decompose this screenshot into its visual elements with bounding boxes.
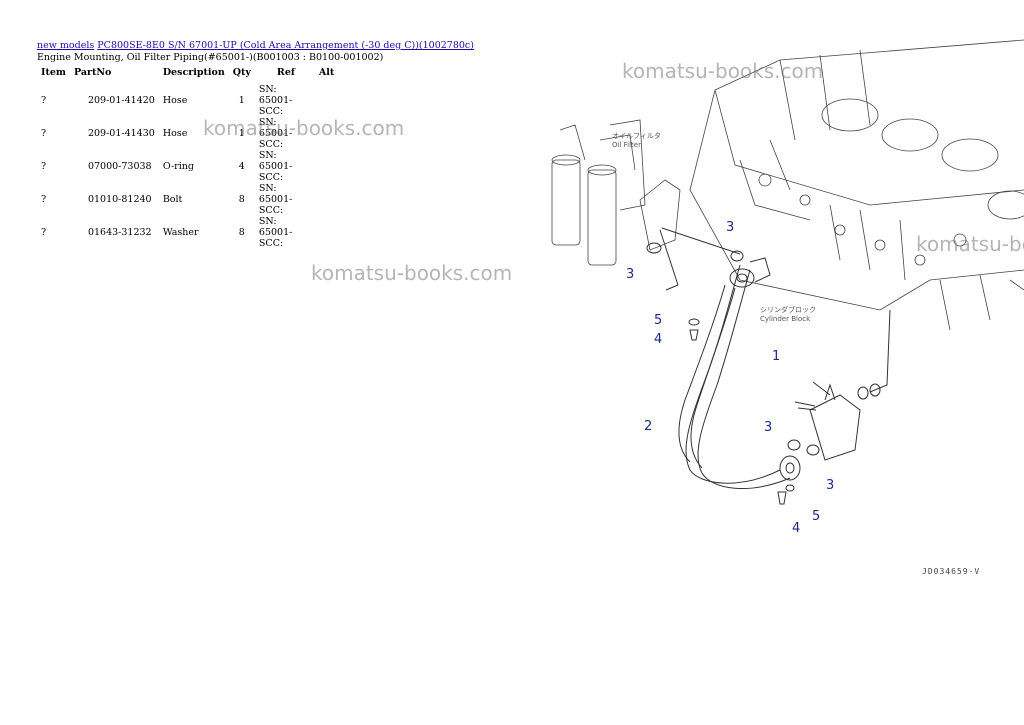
table-row: ? 01010-81240 Bolt 8 SN: 65001-SCC: — [37, 183, 338, 216]
callout-3-oring-lower: 3 — [764, 420, 772, 435]
col-qty: Qty — [232, 67, 251, 78]
cell-alt — [315, 150, 338, 183]
cell-ref: SN: 65001-SCC: — [258, 150, 293, 183]
cell-ref: SN: 65001-SCC: — [258, 183, 293, 216]
callout-2-hose: 2 — [644, 419, 652, 434]
cell-description: Bolt — [162, 194, 183, 205]
cell-description: O-ring — [162, 161, 194, 172]
callouts: 3 3 5 4 1 2 3 3 4 5 — [626, 220, 834, 536]
cell-alt — [315, 117, 338, 150]
hose-assembly-drawing — [646, 227, 891, 505]
oil-filter-label-jp: オイルフィルタ — [612, 131, 661, 140]
table-header-row: Item PartNo Description Qty Ref Alt — [37, 66, 338, 84]
cell-alt — [315, 84, 338, 117]
callout-3-oring-filter: 3 — [626, 267, 634, 282]
engine-block-drawing — [689, 39, 1024, 331]
cell-partno: 01010-81240 — [87, 194, 152, 205]
col-item: Item — [41, 67, 66, 78]
table-row: ? 07000-73038 O-ring 4 SN: 65001-SCC: — [37, 150, 338, 183]
cell-alt — [315, 216, 338, 249]
cell-description: Hose — [162, 95, 188, 106]
breadcrumb-link-new-models[interactable]: new models — [37, 40, 95, 51]
cell-ref: SN: 65001-SCC: — [258, 84, 293, 117]
watermark: komatsu-books.com — [311, 261, 513, 285]
cell-partno: 07000-73038 — [87, 161, 152, 172]
callout-4-bolt-lower: 4 — [792, 521, 800, 536]
cell-item: ? — [41, 227, 47, 238]
cylinder-block-label-jp: シリンダブロック — [760, 305, 816, 314]
table-row: ? 209-01-41430 Hose 1 SN: 65001-SCC: — [37, 117, 338, 150]
cell-ref: SN: 65001-SCC: — [258, 216, 293, 249]
cell-description: Washer — [162, 227, 199, 238]
cell-description: Hose — [162, 128, 188, 139]
cell-partno: 01643-31232 — [87, 227, 152, 238]
cell-item: ? — [41, 161, 47, 172]
callout-3-oring-right: 3 — [826, 478, 834, 493]
callout-5-washer-lower: 5 — [812, 509, 820, 524]
table-row: ? 209-01-41420 Hose 1 SN: 65001-SCC: — [37, 84, 338, 117]
callout-1-hose: 1 — [772, 349, 780, 364]
col-ref: Ref — [276, 67, 295, 78]
parts-table: Item PartNo Description Qty Ref Alt ? 20… — [37, 66, 338, 249]
col-partno: PartNo — [73, 67, 112, 78]
cell-qty: 1 — [238, 95, 245, 106]
cylinder-block-label-en: Cylinder Block — [760, 315, 811, 323]
parts-diagram: オイルフィルタ Oil Filter シリンダブロック Cylinder Blo… — [551, 39, 1024, 576]
cell-item: ? — [41, 95, 47, 106]
cell-qty: 1 — [238, 128, 245, 139]
col-description: Description — [162, 67, 225, 78]
cell-partno: 209-01-41430 — [87, 128, 155, 139]
cell-qty: 4 — [238, 161, 245, 172]
callout-3-oring-upper: 3 — [726, 220, 734, 235]
cell-item: ? — [41, 194, 47, 205]
col-alt: Alt — [318, 67, 335, 78]
table-row: ? 01643-31232 Washer 8 SN: 65001-SCC: — [37, 216, 338, 249]
breadcrumb: new models PC800SE-8E0 S/N 67001-UP (Col… — [37, 40, 474, 51]
breadcrumb-link-model[interactable]: PC800SE-8E0 S/N 67001-UP (Cold Area Arra… — [97, 40, 474, 51]
cell-qty: 8 — [238, 227, 245, 238]
cell-partno: 209-01-41420 — [87, 95, 155, 106]
diagram-labels: オイルフィルタ Oil Filter シリンダブロック Cylinder Blo… — [612, 131, 980, 576]
oil-filter-drawing — [551, 119, 681, 266]
callout-5-washer-upper: 5 — [654, 313, 662, 328]
cell-alt — [315, 183, 338, 216]
cell-item: ? — [41, 128, 47, 139]
callout-4-bolt-upper: 4 — [654, 332, 662, 347]
cell-qty: 8 — [238, 194, 245, 205]
page-subtitle: Engine Mounting, Oil Filter Piping(#6500… — [37, 52, 384, 63]
cell-ref: SN: 65001-SCC: — [258, 117, 293, 150]
drawing-code: JD034659-V — [922, 567, 980, 576]
oil-filter-label-en: Oil Filter — [612, 141, 641, 149]
